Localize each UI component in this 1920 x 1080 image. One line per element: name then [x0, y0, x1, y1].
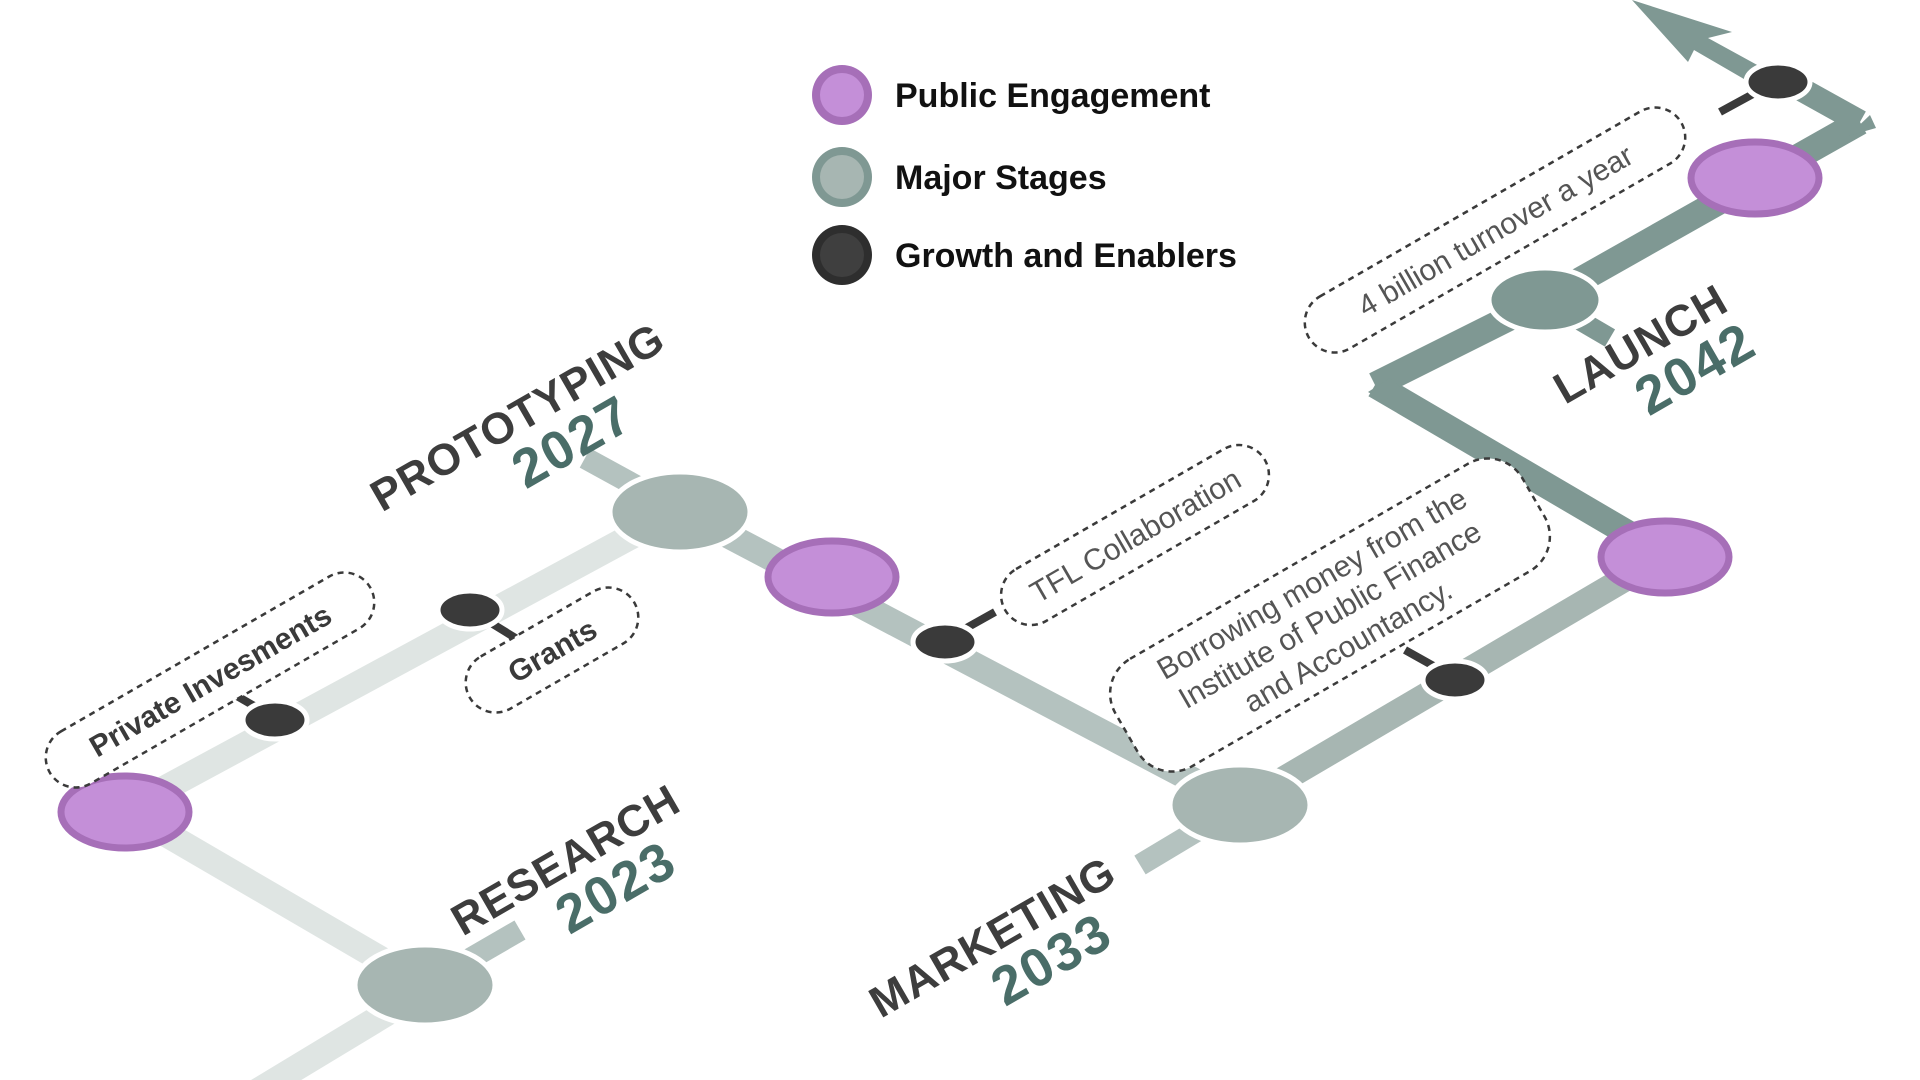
path-end-wedge [1848, 115, 1876, 136]
path-corner-wedge [1368, 378, 1406, 400]
note-tfl-text: TFL Collaboration [1025, 463, 1247, 610]
stage-nodes [352, 265, 1604, 1028]
engagement-node [1597, 517, 1733, 597]
stage-node-prototyping [607, 469, 753, 555]
stage-swatch-inner [820, 155, 864, 199]
path-segment [1368, 373, 1672, 567]
legend: Public Engagement Major Stages Growth an… [812, 65, 1237, 285]
stage-label-marketing: MARKETING 2033 [861, 847, 1124, 1027]
engagement-node [1687, 138, 1823, 218]
enabler-node [240, 698, 310, 742]
stage-node-launch [1486, 265, 1604, 335]
legend-label: Growth and Enablers [895, 237, 1237, 275]
note-box [44, 571, 376, 789]
note-box [999, 443, 1271, 627]
path-segment [118, 498, 687, 822]
legend-item-engagement: Public Engagement [812, 65, 1211, 125]
legend-item-stage: Major Stages [812, 147, 1107, 207]
enabler-node [1743, 60, 1813, 104]
legend-label: Major Stages [895, 159, 1107, 197]
engagement-node [57, 772, 193, 852]
enabler-swatch-inner [820, 233, 864, 277]
engagement-node [764, 537, 900, 617]
legend-label: Public Engagement [895, 77, 1211, 115]
note-box [464, 586, 640, 714]
note-private-text: Private Invesments [84, 599, 337, 764]
enabler-node [1420, 658, 1490, 702]
note-box [1108, 457, 1552, 773]
stage-node-research [352, 942, 498, 1028]
path-segment [1538, 110, 1867, 312]
enabler-node [910, 620, 980, 664]
path-arrow-head [1632, 0, 1770, 86]
note-box [1303, 106, 1687, 354]
engagement-nodes [57, 138, 1823, 852]
legend-item-enabler: Growth and Enablers [812, 225, 1237, 285]
engagement-swatch-inner [820, 73, 864, 117]
enabler-pins [227, 60, 1813, 742]
enabler-node [435, 588, 505, 632]
stage-node-marketing [1167, 762, 1313, 848]
